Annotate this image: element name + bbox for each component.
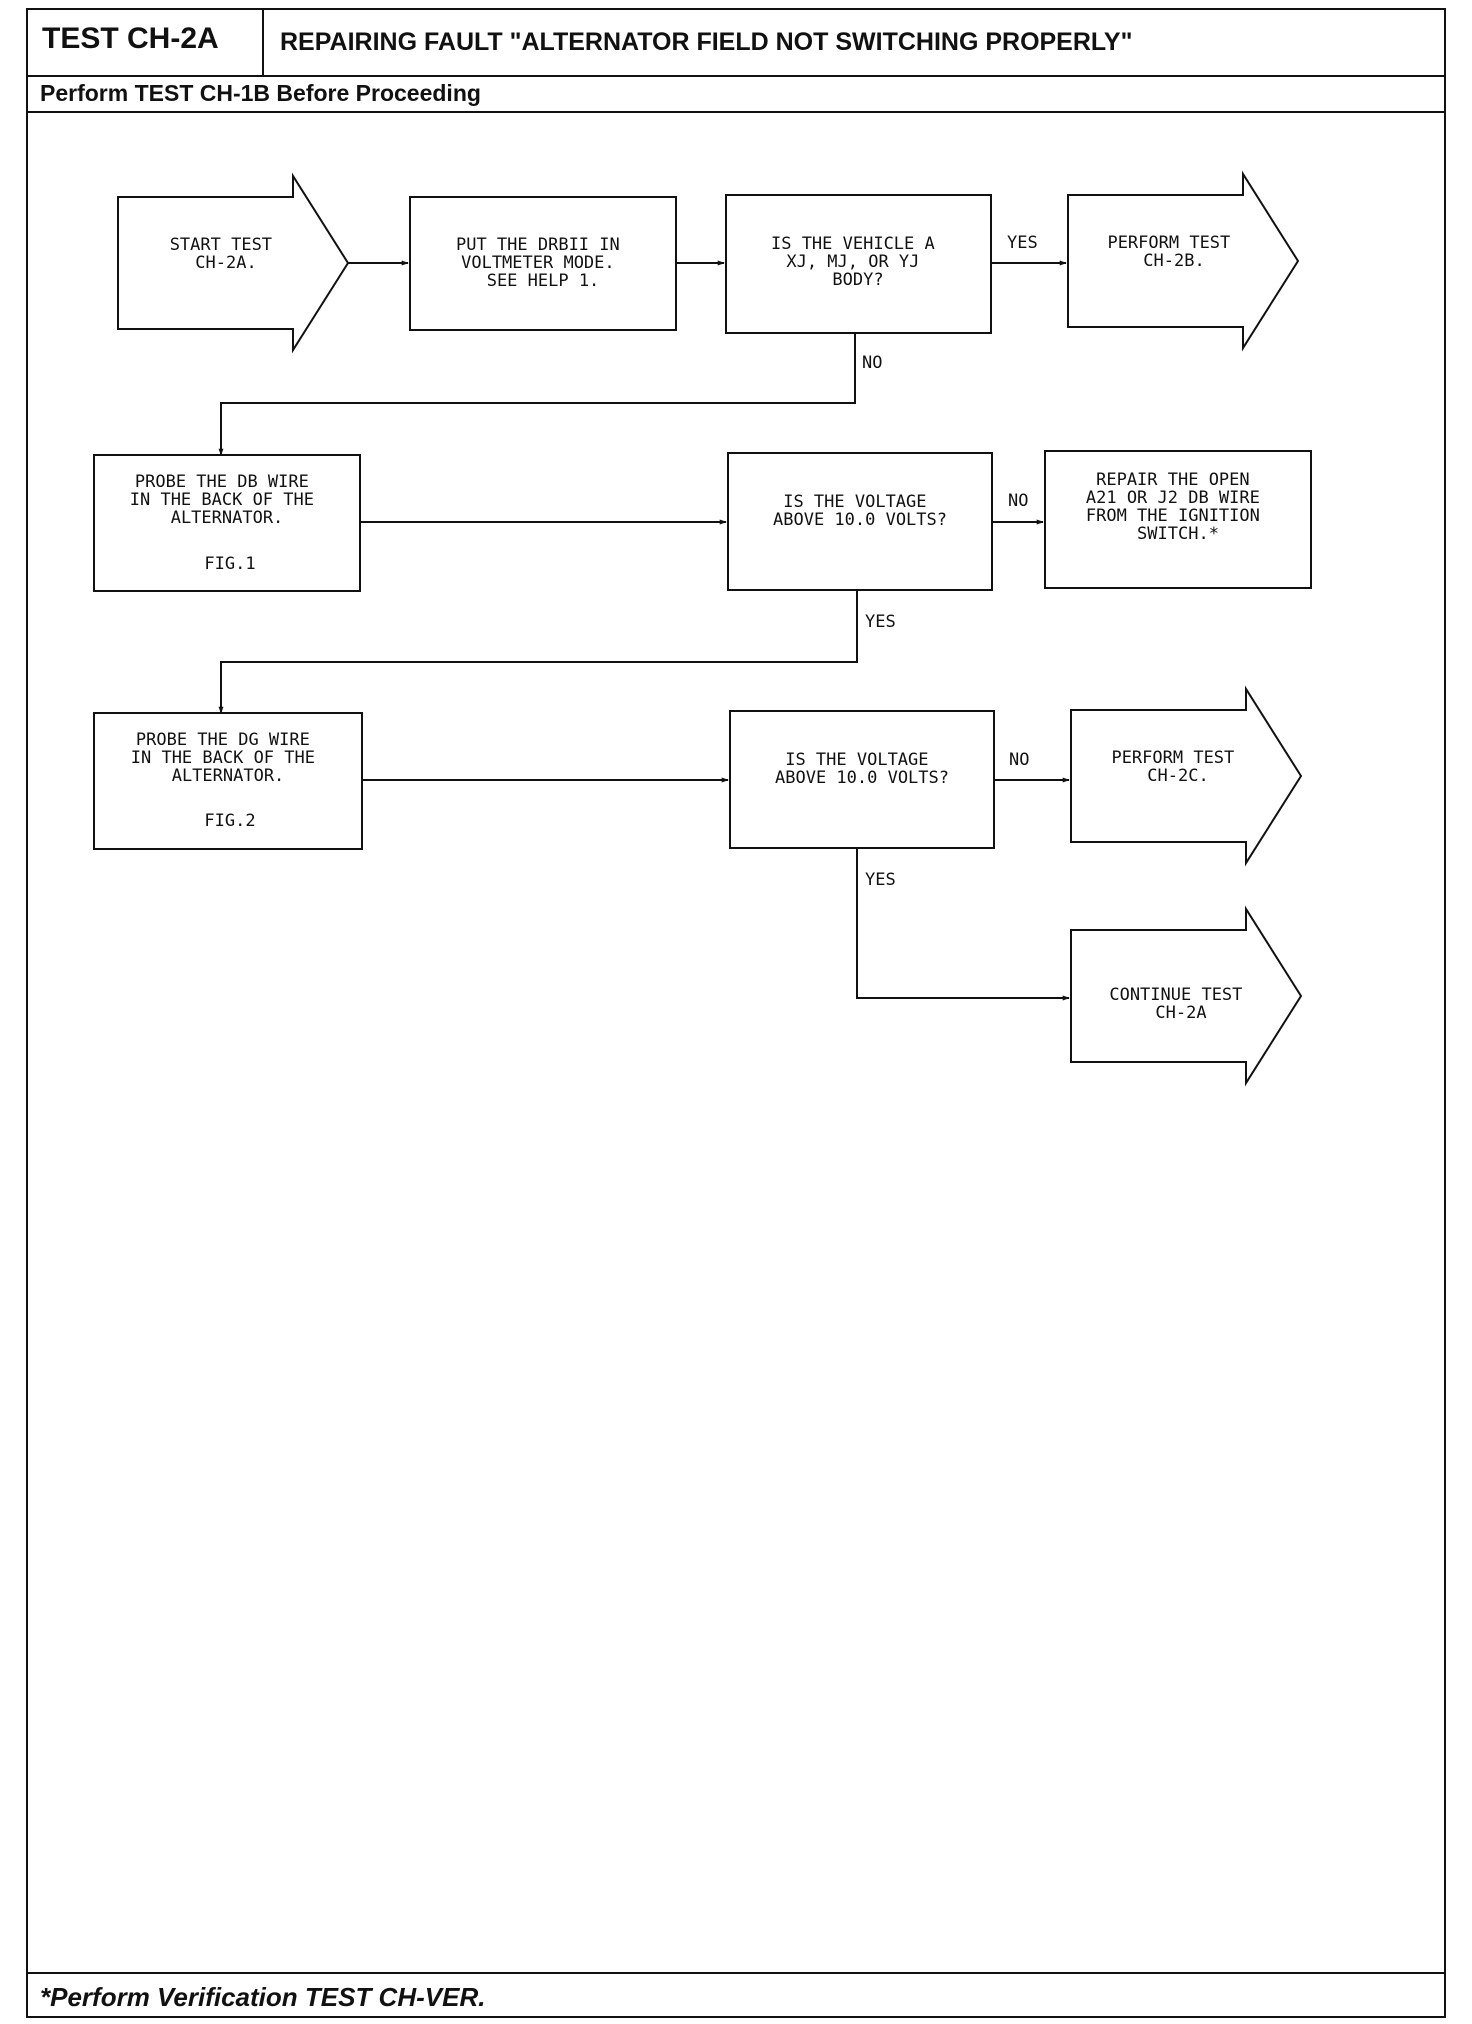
question-voltage-1-text: IS THE VOLTAGE ABOVE 10.0 VOLTS?: [773, 492, 947, 530]
prerequisite-note: Perform TEST CH-1B Before Proceeding: [40, 80, 481, 106]
connector-voltage2-yes: [856, 848, 1070, 1001]
repair-open-node: [1044, 450, 1312, 589]
connector-vehicle-no: [218, 333, 856, 456]
footer-note: *Perform Verification TEST CH-VER.: [40, 1982, 486, 2012]
perform-ch-2b-text: PERFORM TEST CH-2B.: [1107, 233, 1240, 271]
header-row-prerequisite: [26, 75, 1446, 113]
start-node: [117, 172, 350, 354]
branch-label-yes: YES: [865, 612, 896, 632]
probe-db-figure-ref: FIG.1: [204, 554, 255, 574]
question-vehicle-text: IS THE VEHICLE A XJ, MJ, OR YJ BODY?: [771, 234, 945, 290]
put-drbii-node: [409, 196, 677, 331]
perform-ch-2c-text: PERFORM TEST CH-2C.: [1111, 748, 1244, 786]
probe-dg-text: PROBE THE DG WIRE IN THE BACK OF THE ALT…: [131, 730, 325, 786]
continue-ch-2a-node: [1070, 905, 1303, 1087]
probe-dg-node: [93, 712, 363, 850]
continue-ch-2a-text: CONTINUE TEST CH-2A: [1109, 985, 1252, 1023]
repair-open-text: REPAIR THE OPEN A21 OR J2 DB WIRE FROM T…: [1086, 470, 1270, 544]
probe-dg-figure-ref: FIG.2: [204, 811, 255, 831]
probe-db-text: PROBE THE DB WIRE IN THE BACK OF THE ALT…: [130, 472, 324, 528]
probe-db-node: [93, 454, 361, 592]
page-title: REPAIRING FAULT "ALTERNATOR FIELD NOT SW…: [280, 28, 1133, 56]
start-text: START TEST CH-2A.: [170, 235, 283, 273]
connectors: [218, 260, 1070, 1001]
branch-label-no: NO: [1009, 750, 1029, 770]
put-drbii-text: PUT THE DRBII IN VOLTMETER MODE. SEE HEL…: [456, 235, 630, 291]
branch-label-no: NO: [862, 353, 882, 373]
branch-label-yes: YES: [865, 870, 896, 890]
question-vehicle-node: [725, 194, 992, 334]
test-id: TEST CH-2A: [42, 22, 219, 55]
question-voltage-2-text: IS THE VOLTAGE ABOVE 10.0 VOLTS?: [775, 750, 949, 788]
question-voltage-1-node: [727, 452, 993, 591]
branch-label-no: NO: [1008, 491, 1028, 511]
perform-ch-2c-node: [1070, 685, 1303, 867]
perform-ch-2b-node: [1067, 170, 1300, 352]
connector-voltage1-yes: [218, 590, 858, 714]
question-voltage-2-node: [729, 710, 995, 849]
footer-row: [26, 1972, 1446, 2018]
branch-label-yes: YES: [1007, 233, 1038, 253]
